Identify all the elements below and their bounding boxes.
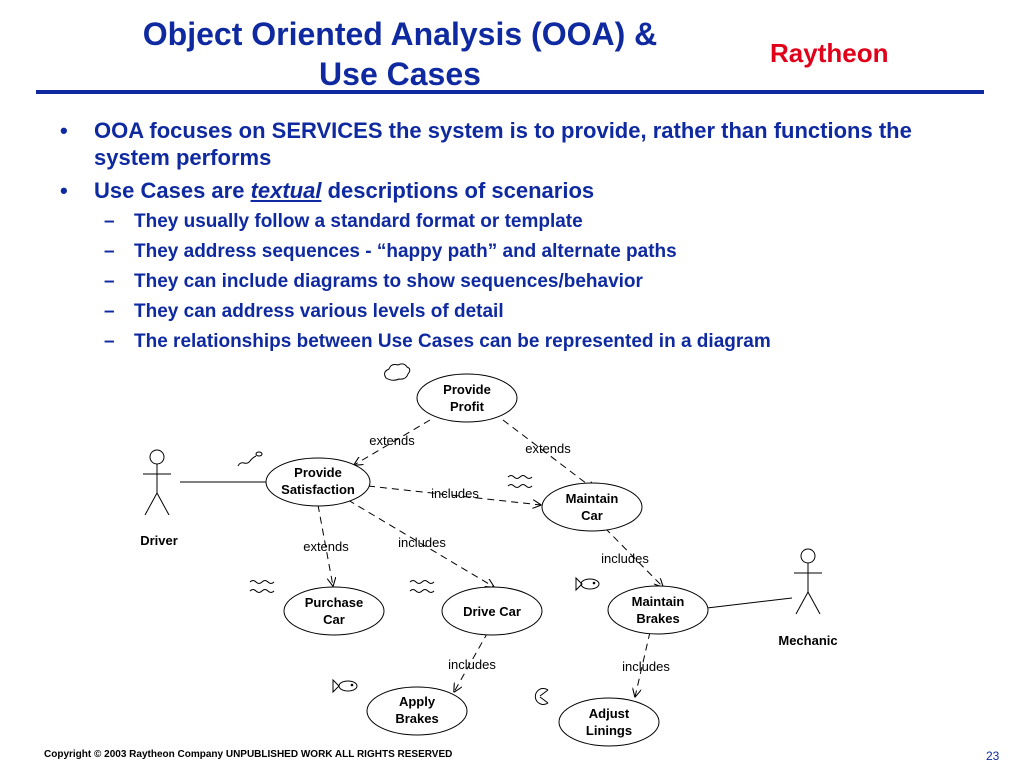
use-case-provide-profit [416, 373, 518, 423]
relation-includes-1 [367, 485, 541, 505]
sub-bullet-item: – The relationships between Use Cases ca… [56, 330, 976, 354]
sub-bullet-text: They address sequences - “happy path” an… [134, 241, 677, 262]
bullet-text-emphasis: textual [250, 178, 322, 203]
relation-label: extends [369, 433, 415, 448]
sub-bullet-item: – They address sequences - “happy path” … [56, 240, 976, 264]
sub-bullet-text: They can address various levels of detai… [134, 301, 504, 322]
sub-bullet-dash: – [104, 271, 115, 292]
use-case-provide-satisfaction [265, 457, 371, 507]
fish-icon [575, 576, 600, 592]
relation-includes-2 [347, 499, 494, 587]
relation-label: includes [431, 486, 479, 501]
bullet-text: OOA focuses on SERVICES the system is to… [94, 118, 912, 170]
waves-icon [507, 475, 533, 488]
sub-bullet-text: The relationships between Use Cases can … [134, 331, 771, 352]
slide-title: Object Oriented Analysis (OOA) & Use Cas… [100, 14, 700, 94]
use-case-maintain-brakes [607, 585, 709, 635]
sub-bullet-dash: – [104, 211, 115, 232]
relation-label: includes [622, 659, 670, 674]
relation-label: extends [303, 539, 349, 554]
relation-includes-3 [604, 527, 663, 587]
bullet-text-suffix: descriptions of scenarios [321, 178, 595, 203]
bullet-list: • OOA focuses on SERVICES the system is … [56, 117, 976, 360]
use-case-maintain-car [541, 482, 643, 532]
relation-label: includes [448, 657, 496, 672]
actor-mechanic-label: Mechanic [778, 633, 837, 648]
sub-bullet-text: They can include diagrams to show sequen… [134, 271, 643, 292]
copyright-footer: Copyright © 2003 Raytheon Company UNPUBL… [44, 749, 453, 760]
relation-extends-2 [502, 419, 595, 490]
title-line-2: Use Cases [319, 56, 481, 92]
sub-bullet-dash: – [104, 301, 115, 322]
actor-driver-figure [143, 449, 171, 516]
actor-mechanic-figure [794, 548, 822, 615]
bullet-text-prefix: Use Cases are [94, 178, 251, 203]
sub-bullet-dash: – [104, 331, 115, 352]
bullet-dot: • [60, 178, 68, 203]
sub-bullet-item: – They can address various levels of det… [56, 300, 976, 324]
waves-icon [409, 580, 435, 593]
page-number: 23 [986, 749, 1000, 763]
relation-extends-1 [354, 419, 431, 465]
bullet-dot: • [60, 118, 68, 143]
use-case-label: Drive Car [463, 604, 521, 619]
relation-label: includes [398, 535, 446, 550]
bullet-item: • Use Cases are textual descriptions of … [56, 177, 976, 204]
sperm-icon [237, 451, 263, 467]
fish-icon [332, 678, 358, 694]
cloud-icon [384, 363, 411, 381]
pacman-icon [534, 688, 549, 705]
sub-bullet-item: – They can include diagrams to show sequ… [56, 270, 976, 294]
sub-bullet-dash: – [104, 241, 115, 262]
use-case-drive-car [441, 586, 543, 636]
use-case-apply-brakes [366, 686, 468, 736]
use-case-adjust-linings [558, 697, 660, 747]
sub-bullet-item: – They usually follow a standard format … [56, 210, 976, 234]
relation-extends-3 [317, 504, 333, 586]
association-mechanic-brakes [706, 597, 793, 609]
sub-bullet-text: They usually follow a standard format or… [134, 211, 583, 232]
title-line-1: Object Oriented Analysis (OOA) & [142, 16, 658, 52]
raytheon-logo: Raytheon [770, 38, 889, 68]
waves-icon [249, 580, 275, 593]
use-case-purchase-car [283, 586, 385, 636]
bullet-item: • OOA focuses on SERVICES the system is … [56, 117, 976, 171]
relation-label: includes [601, 551, 649, 566]
relation-label: extends [525, 441, 571, 456]
actor-driver-label: Driver [140, 533, 178, 548]
title-divider [36, 90, 984, 94]
